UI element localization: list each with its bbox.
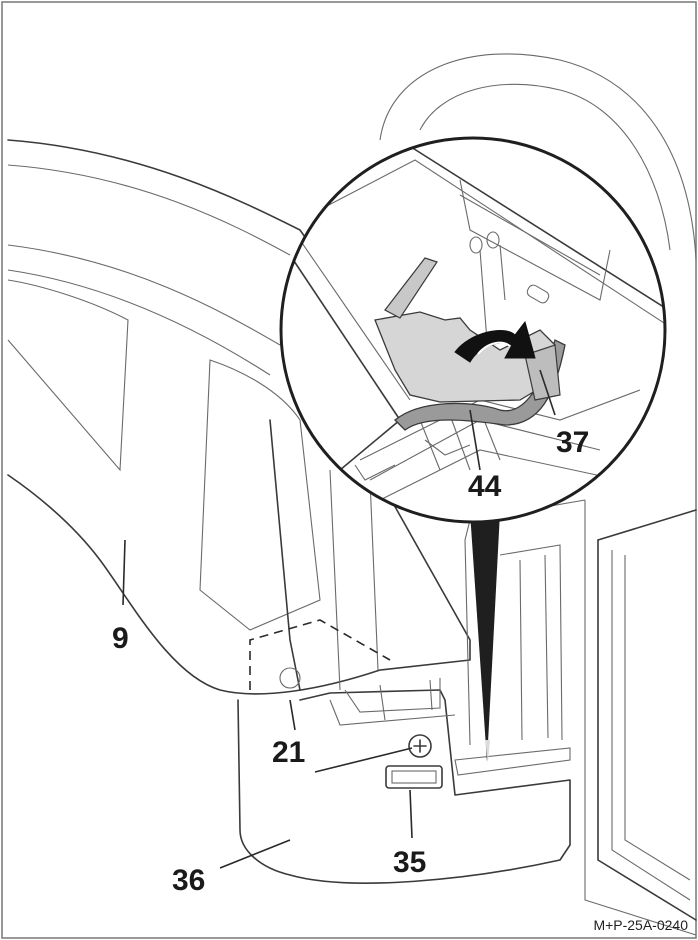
screw-21	[408, 734, 432, 758]
callout-37: 37	[556, 426, 589, 459]
tab-37	[524, 344, 561, 401]
callout-36: 36	[172, 864, 205, 897]
armrest-body	[7, 139, 471, 695]
callout-9: 9	[112, 622, 129, 655]
magnifier-pointer	[470, 512, 500, 762]
callout-35: 35	[393, 846, 426, 879]
seat-back-outline	[379, 53, 697, 261]
side-panel	[584, 500, 697, 936]
slot-35	[385, 765, 443, 789]
callout-21: 21	[272, 736, 305, 769]
figure-code: M+P-25A-0240	[593, 917, 688, 933]
leader-lines	[122, 369, 556, 869]
lower-housing	[237, 499, 586, 884]
lever-44	[394, 339, 566, 431]
callout-44: 44	[468, 470, 502, 503]
